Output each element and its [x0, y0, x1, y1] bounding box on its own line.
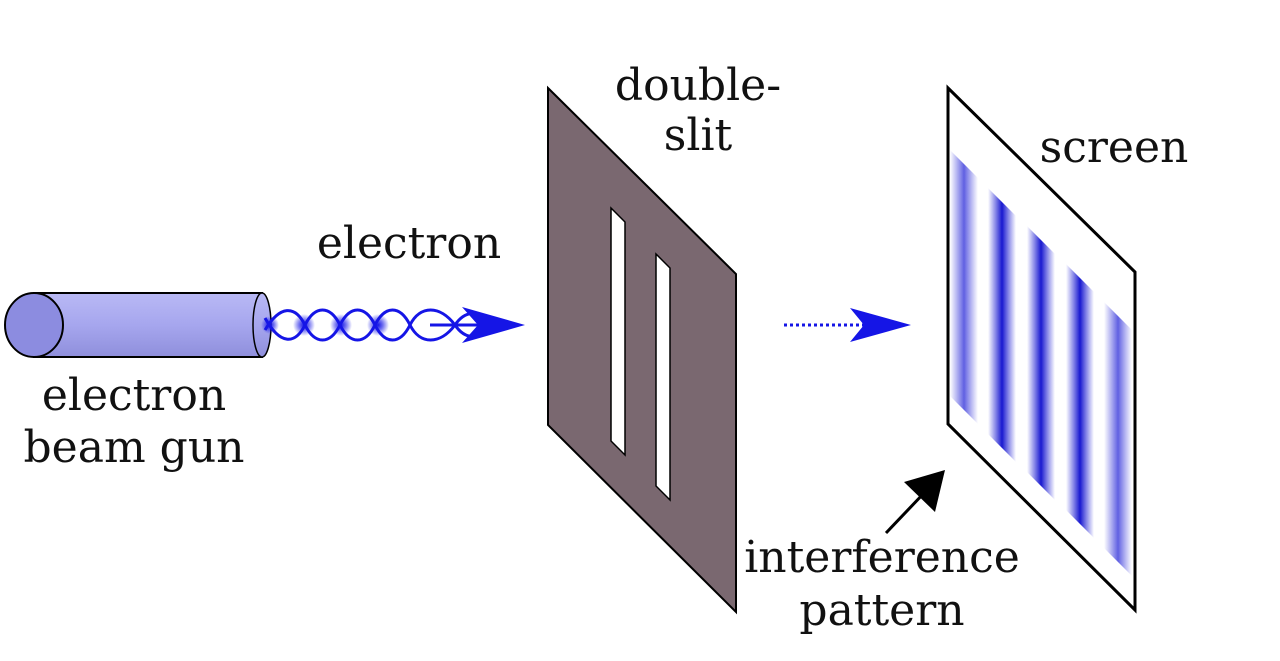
arrow-right-icon: [430, 307, 525, 343]
double-slit-label-line1: double-: [615, 60, 781, 111]
electron-particles: [261, 314, 389, 336]
electron-dot: [367, 314, 389, 336]
gun-label-line2: beam gun: [24, 422, 245, 473]
screen-outline: [946, 84, 1137, 614]
fringe: [1104, 302, 1132, 576]
fringe: [1066, 264, 1094, 538]
fringe: [988, 188, 1016, 462]
screen-label: screen: [1040, 122, 1189, 173]
interference-label-line2: pattern: [799, 585, 964, 636]
interference-fringes: [950, 150, 1132, 576]
screen-panel: [946, 84, 1137, 614]
gun-label-line1: electron: [42, 370, 226, 421]
slit-opening-right: [655, 252, 671, 502]
gun-back-cap: [4, 292, 64, 358]
double-slit-panel: [547, 85, 737, 615]
slit-plate: [547, 85, 737, 615]
dotted-arrow-icon: [784, 308, 911, 342]
electron-dot: [261, 316, 279, 334]
interference-label-line1: interference: [744, 532, 1020, 583]
double-slit-label-line2: slit: [664, 110, 733, 161]
fringe: [1027, 226, 1055, 500]
electron-label: electron: [317, 218, 501, 269]
gun-cylinder-body: [33, 292, 263, 358]
electron-dot: [330, 314, 352, 336]
fringe: [950, 150, 978, 424]
arrow-pointer-icon: [884, 470, 945, 535]
slit-opening-left: [610, 206, 626, 457]
electron-gun: [4, 292, 272, 358]
electron-dot: [293, 314, 315, 336]
